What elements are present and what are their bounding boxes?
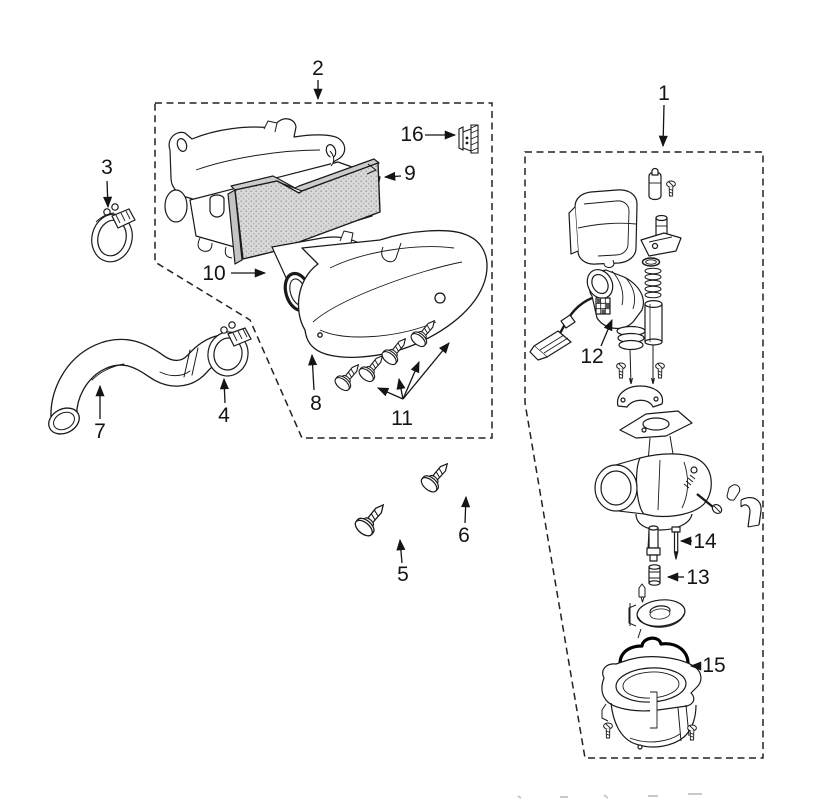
callout-label-13: 13 [686, 566, 709, 589]
carburetor-top-cover [568, 189, 638, 269]
drain-screw [602, 722, 614, 739]
leader-11a [376, 387, 404, 400]
callout-label-11: 11 [391, 407, 413, 430]
carburetor-body [594, 410, 741, 549]
callout-label-7: 7 [94, 420, 106, 443]
assembly-box-1 [524, 151, 764, 759]
callout-label-2: 2 [312, 57, 324, 80]
leader-3 [103, 180, 113, 209]
callout-label-12: 12 [580, 345, 603, 368]
throttle-spring [644, 267, 662, 299]
callout-label-4: 4 [218, 404, 230, 427]
small-screw [615, 362, 627, 379]
throttle-slide [644, 300, 663, 385]
callout-label-1: 1 [658, 82, 670, 105]
air-filter-element [227, 158, 381, 265]
callout-label-8: 8 [310, 392, 322, 415]
auto-choke-unit [529, 269, 646, 385]
leader-11d [402, 342, 450, 400]
callout-label-16: 16 [400, 123, 423, 146]
air-box-cover [297, 229, 488, 359]
leader-8 [308, 353, 318, 391]
leader-12 [600, 318, 613, 347]
hose-clamp-lower [207, 321, 252, 377]
intake-hose [48, 334, 235, 435]
hose-clamp-upper [91, 203, 136, 263]
callout-label-15: 15 [702, 654, 725, 677]
leader-11c [402, 360, 420, 400]
leader-11b [396, 377, 406, 400]
callout-label-6: 6 [458, 524, 470, 547]
mounting-bracket [616, 385, 664, 408]
leader-5 [396, 538, 406, 564]
leader-6 [461, 495, 471, 524]
screw-6 [418, 457, 455, 496]
float-pin [671, 526, 681, 560]
float-bowl [601, 656, 702, 750]
throttle-arm [640, 214, 682, 257]
assembly-box-1-border [524, 151, 764, 759]
callout-labels: 1 2 3 4 5 6 7 8 9 10 11 12 13 14 15 16 [94, 57, 726, 677]
leader-1 [658, 104, 668, 148]
main-jet [648, 564, 661, 586]
float [628, 599, 686, 639]
bottom-cropped-marks [517, 793, 702, 799]
callout-label-3: 3 [101, 156, 113, 179]
screw-5 [351, 497, 392, 540]
callout-label-14: 14 [693, 530, 717, 553]
float-needle [638, 583, 646, 603]
plunger-cap [648, 167, 662, 201]
callout-label-9: 9 [404, 162, 416, 185]
callout-label-5: 5 [397, 563, 409, 586]
callout-leaders [95, 80, 702, 671]
overflow-tube [740, 497, 762, 528]
o-ring [641, 257, 661, 267]
callout-label-10: 10 [202, 262, 225, 285]
leader-9 [383, 171, 402, 181]
small-screw [665, 180, 677, 197]
grommet [458, 124, 479, 154]
needle-jet [646, 525, 661, 562]
small-screw [654, 362, 666, 379]
assembly-box-2 [154, 102, 493, 439]
assembly-box-2-border [154, 102, 493, 439]
leader-4 [219, 377, 229, 404]
carburetor-assembly [529, 167, 762, 750]
screw [332, 358, 366, 394]
